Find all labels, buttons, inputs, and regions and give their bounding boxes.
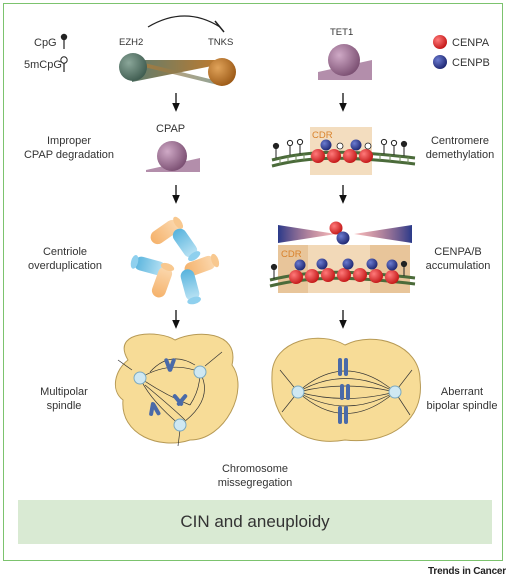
tnks-label: TNKS: [208, 37, 234, 48]
cpap-label: CPAP: [156, 123, 186, 135]
centromere-demethylation-label: Centromere demethylation: [425, 135, 495, 161]
outcome-banner: CIN and aneuploidy: [18, 500, 492, 544]
cenp-gradient-wedges: [278, 221, 412, 245]
legend-5mcpg-icon: [60, 56, 68, 72]
ezh2-tnks-complex: [119, 15, 236, 86]
tet1-protein: [318, 44, 372, 80]
improper-cpap-label: Improper CPAP degradation: [23, 135, 115, 161]
legend-cpg-icon: [60, 33, 68, 49]
tnks-sphere: [208, 58, 236, 86]
outcome-label: CIN and aneuploidy: [180, 512, 330, 531]
legend-cpg-label: CpG: [34, 37, 57, 49]
legend-cenpb-label: CENPB: [452, 57, 490, 69]
tet1-label: TET1: [330, 27, 354, 38]
journal-credit: Trends in Cancer: [428, 566, 506, 577]
legend-5mcpg-label: 5mCpG: [24, 59, 62, 71]
dna-strand-demethylation: [271, 127, 416, 175]
cdr-label-2: CDR: [281, 249, 302, 260]
dna-strand-accumulation: [269, 245, 416, 293]
cdr-label-1: CDR: [312, 130, 333, 141]
cpap-protein: [146, 141, 200, 172]
ezh2-sphere: [119, 53, 147, 81]
legend-cenpb-icon: [433, 55, 447, 69]
legend-cenpa-icon: [433, 35, 447, 49]
multipolar-spindle-cell: [114, 333, 239, 447]
centriole-cluster: [130, 216, 220, 305]
aberrant-bipolar-spindle-label: Aberrant bipolar spindle: [426, 386, 498, 412]
centriole-overduplication-label: Centriole overduplication: [28, 246, 102, 272]
legend-cenpa-label: CENPA: [452, 37, 490, 49]
chromosome-missegregation-label: Chromosome missegregation: [217, 463, 293, 489]
multipolar-spindle-label: Multipolar spindle: [40, 386, 88, 412]
bipolar-spindle-cell: [271, 337, 421, 442]
figure-frame: [3, 3, 503, 561]
ezh2-label: EZH2: [119, 37, 144, 48]
cenpab-accumulation-label: CENPA/B accumulation: [425, 246, 491, 272]
